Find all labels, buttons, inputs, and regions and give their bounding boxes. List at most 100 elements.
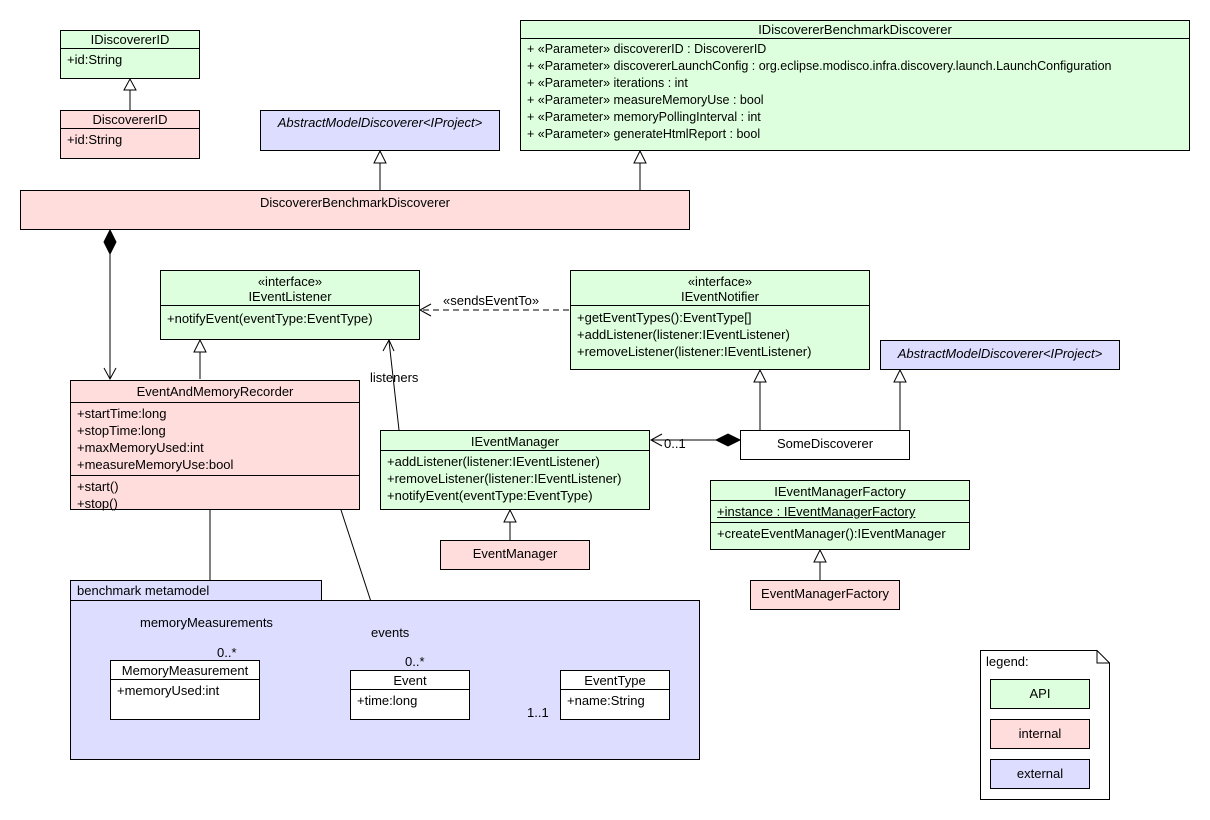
composition-diamond-some — [714, 433, 742, 447]
attribute: + «Parameter» discovererID : DiscovererI… — [527, 42, 767, 56]
class-operations: +addListener(listener:IEventListener) +r… — [381, 451, 649, 506]
class-name: EventAndMemoryRecorder — [71, 381, 359, 403]
label-listeners: listeners — [370, 370, 419, 385]
class-ieventmanagerfactory: IEventManagerFactory +instance : IEventM… — [710, 480, 970, 550]
class-eventmanagerfactory: EventManagerFactory — [750, 580, 900, 610]
class-name: EventManager — [472, 546, 558, 561]
legend-title: legend: — [986, 654, 1029, 669]
attribute: +time:long — [357, 693, 418, 708]
operation: +removeListener(listener:IEventListener) — [577, 344, 812, 359]
class-header: «interface» IEventNotifier — [571, 271, 869, 306]
class-idiscovererid: IDiscovererID +id:String — [60, 30, 200, 79]
gen-factory-arrow — [813, 548, 827, 563]
legend-internal: internal — [990, 719, 1090, 749]
gen-eventmanager-arrow — [503, 508, 517, 523]
class-header: «interface» IEventListener — [161, 271, 419, 306]
class-operations: +start() +stop() — [71, 475, 359, 514]
class-attributes: +id:String — [61, 129, 199, 150]
attribute: +memoryUsed:int — [117, 683, 220, 698]
dependency-sends-arrow — [418, 303, 432, 317]
class-operations: +createEventManager():IEventManager — [711, 522, 969, 544]
operation: +notifyEvent(eventType:EventType) — [167, 311, 373, 326]
class-eventmanager: EventManager — [440, 540, 590, 570]
class-attributes: +startTime:long +stopTime:long +maxMemor… — [71, 403, 359, 475]
attribute: +name:String — [567, 693, 645, 708]
class-attributes: +time:long — [351, 690, 469, 711]
operation: +addListener(listener:IEventListener) — [387, 454, 600, 469]
class-attributes: + «Parameter» discovererID : DiscovererI… — [521, 39, 1189, 145]
class-discoverer-benchmark-discoverer: DiscovererBenchmarkDiscoverer — [20, 190, 690, 230]
class-eventtype: EventType +name:String — [560, 670, 670, 720]
attribute: +stopTime:long — [77, 423, 166, 438]
class-memorymeasurement: MemoryMeasurement +memoryUsed:int — [110, 660, 260, 720]
class-ieventnotifier: «interface» IEventNotifier +getEventType… — [570, 270, 870, 370]
class-attributes: +memoryUsed:int — [111, 680, 259, 701]
class-attributes: +instance : IEventManagerFactory — [711, 501, 969, 522]
gen-dbd-abstract-arrow — [373, 149, 387, 164]
class-name: AbstractModelDiscoverer<IProject> — [277, 115, 483, 130]
legend-api: API — [990, 679, 1090, 709]
label-memory-measurements: memoryMeasurements — [140, 615, 273, 630]
gen-some-notifier-arrow — [753, 368, 767, 383]
class-event: Event +time:long — [350, 670, 470, 720]
composition-diamond-dbd — [103, 228, 117, 256]
class-abstract-model-discoverer-right: AbstractModelDiscoverer<IProject> — [880, 340, 1120, 370]
operation: +getEventTypes():EventType[] — [577, 310, 752, 325]
label-events: events — [371, 625, 410, 640]
label-multiplicity-events: 0..* — [405, 654, 425, 669]
class-somediscoverer: SomeDiscoverer — [740, 430, 910, 460]
label-sends-event-to: «sendsEventTo» — [443, 293, 540, 308]
class-name: DiscovererBenchmarkDiscoverer — [260, 195, 450, 210]
operation: +start() — [77, 479, 119, 494]
class-attributes: +id:String — [61, 49, 199, 70]
class-name: MemoryMeasurement — [111, 661, 259, 680]
legend-internal-label: internal — [1018, 726, 1062, 741]
package-name: benchmark metamodel — [77, 583, 210, 598]
class-idiscoverer-benchmark-discoverer: IDiscovererBenchmarkDiscoverer + «Parame… — [520, 20, 1190, 151]
class-name: Event — [351, 671, 469, 690]
attribute: +startTime:long — [77, 406, 167, 421]
gen-some-abstract-arrow — [893, 368, 907, 383]
legend-external-label: external — [1016, 766, 1064, 781]
attribute: + «Parameter» memoryPollingInterval : in… — [527, 110, 761, 124]
package-tab: benchmark metamodel — [70, 580, 322, 601]
class-name: IDiscovererID — [61, 31, 199, 49]
class-name: SomeDiscoverer — [776, 436, 874, 451]
label-multiplicity-eventtype: 1..1 — [527, 705, 549, 720]
class-stereotype: «interface» — [257, 274, 323, 289]
gen-recorder-listener-arrow — [193, 338, 207, 353]
class-abstract-model-discoverer-top: AbstractModelDiscoverer<IProject> — [260, 110, 500, 151]
operation: +removeListener(listener:IEventListener) — [387, 471, 622, 486]
composition-some-manager-arrow — [649, 433, 663, 447]
listeners-association-line — [388, 340, 400, 431]
class-name: AbstractModelDiscoverer<IProject> — [897, 346, 1103, 361]
class-operations: +notifyEvent(eventType:EventType) — [161, 306, 419, 329]
attribute: +measureMemoryUse:bool — [77, 457, 234, 472]
class-discovererid: DiscovererID +id:String — [60, 110, 200, 159]
class-name: IDiscovererBenchmarkDiscoverer — [521, 21, 1189, 39]
operation: +stop() — [77, 496, 118, 511]
class-name: IEventManager — [381, 431, 649, 451]
gen-dbd-ibench-arrow — [633, 149, 647, 164]
class-operations: +getEventTypes():EventType[] +addListene… — [571, 306, 869, 362]
class-name: IEventManagerFactory — [711, 481, 969, 501]
listeners-association-arrow — [382, 338, 395, 352]
legend-api-label: API — [1029, 686, 1051, 701]
class-name: IEventListener — [248, 289, 332, 304]
composition-dbd-recorder-arrow — [103, 367, 117, 381]
attribute: +id:String — [67, 132, 123, 147]
legend: legend: API internal external — [980, 650, 1110, 800]
gen-discovererid-arrow — [123, 77, 137, 91]
attribute: +maxMemoryUsed:int — [77, 440, 204, 455]
attribute: + «Parameter» discovererLaunchConfig : o… — [527, 59, 1112, 73]
class-name: IEventNotifier — [680, 289, 760, 304]
static-attribute: +instance : IEventManagerFactory — [717, 504, 916, 519]
operation: +addListener(listener:IEventListener) — [577, 327, 790, 342]
operation: +notifyEvent(eventType:EventType) — [387, 488, 593, 503]
attribute: + «Parameter» measureMemoryUse : bool — [527, 93, 764, 107]
attribute: + «Parameter» iterations : int — [527, 76, 688, 90]
class-attributes: +name:String — [561, 690, 669, 711]
class-ieventmanager: IEventManager +addListener(listener:IEve… — [380, 430, 650, 510]
operation: +createEventManager():IEventManager — [717, 526, 946, 541]
class-ieventlistener: «interface» IEventListener +notifyEvent(… — [160, 270, 420, 340]
